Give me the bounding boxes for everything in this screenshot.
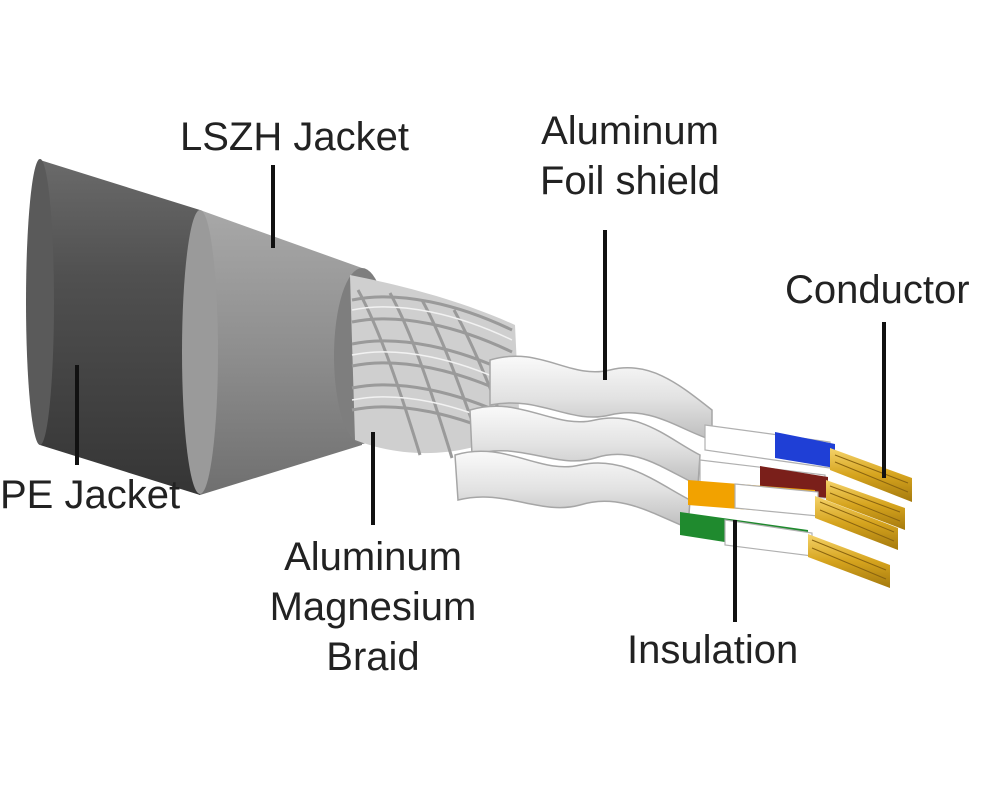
label-foil-line-2: Foil shield xyxy=(539,159,721,203)
foil-shield xyxy=(454,355,713,530)
lszh-jacket xyxy=(182,210,390,495)
label-lszh-jacket: LSZH Jacket xyxy=(180,115,409,159)
label-insulation: Insulation xyxy=(627,628,799,672)
label-braid-line-3: Braid xyxy=(326,635,420,679)
insulated-pairs xyxy=(680,424,835,557)
label-foil-shield: Aluminum Foil shield xyxy=(500,106,760,206)
label-conductor: Conductor xyxy=(785,268,970,312)
leader-lines xyxy=(75,165,886,622)
conductors xyxy=(808,448,912,588)
label-braid: Aluminum Magnesium Braid xyxy=(243,532,503,682)
label-pe-jacket: PE Jacket xyxy=(0,473,181,517)
pe-jacket xyxy=(26,159,200,495)
label-braid-line-1: Aluminum xyxy=(284,535,462,579)
label-braid-line-2: Magnesium xyxy=(269,585,477,629)
label-foil-line-1: Aluminum xyxy=(541,109,719,153)
